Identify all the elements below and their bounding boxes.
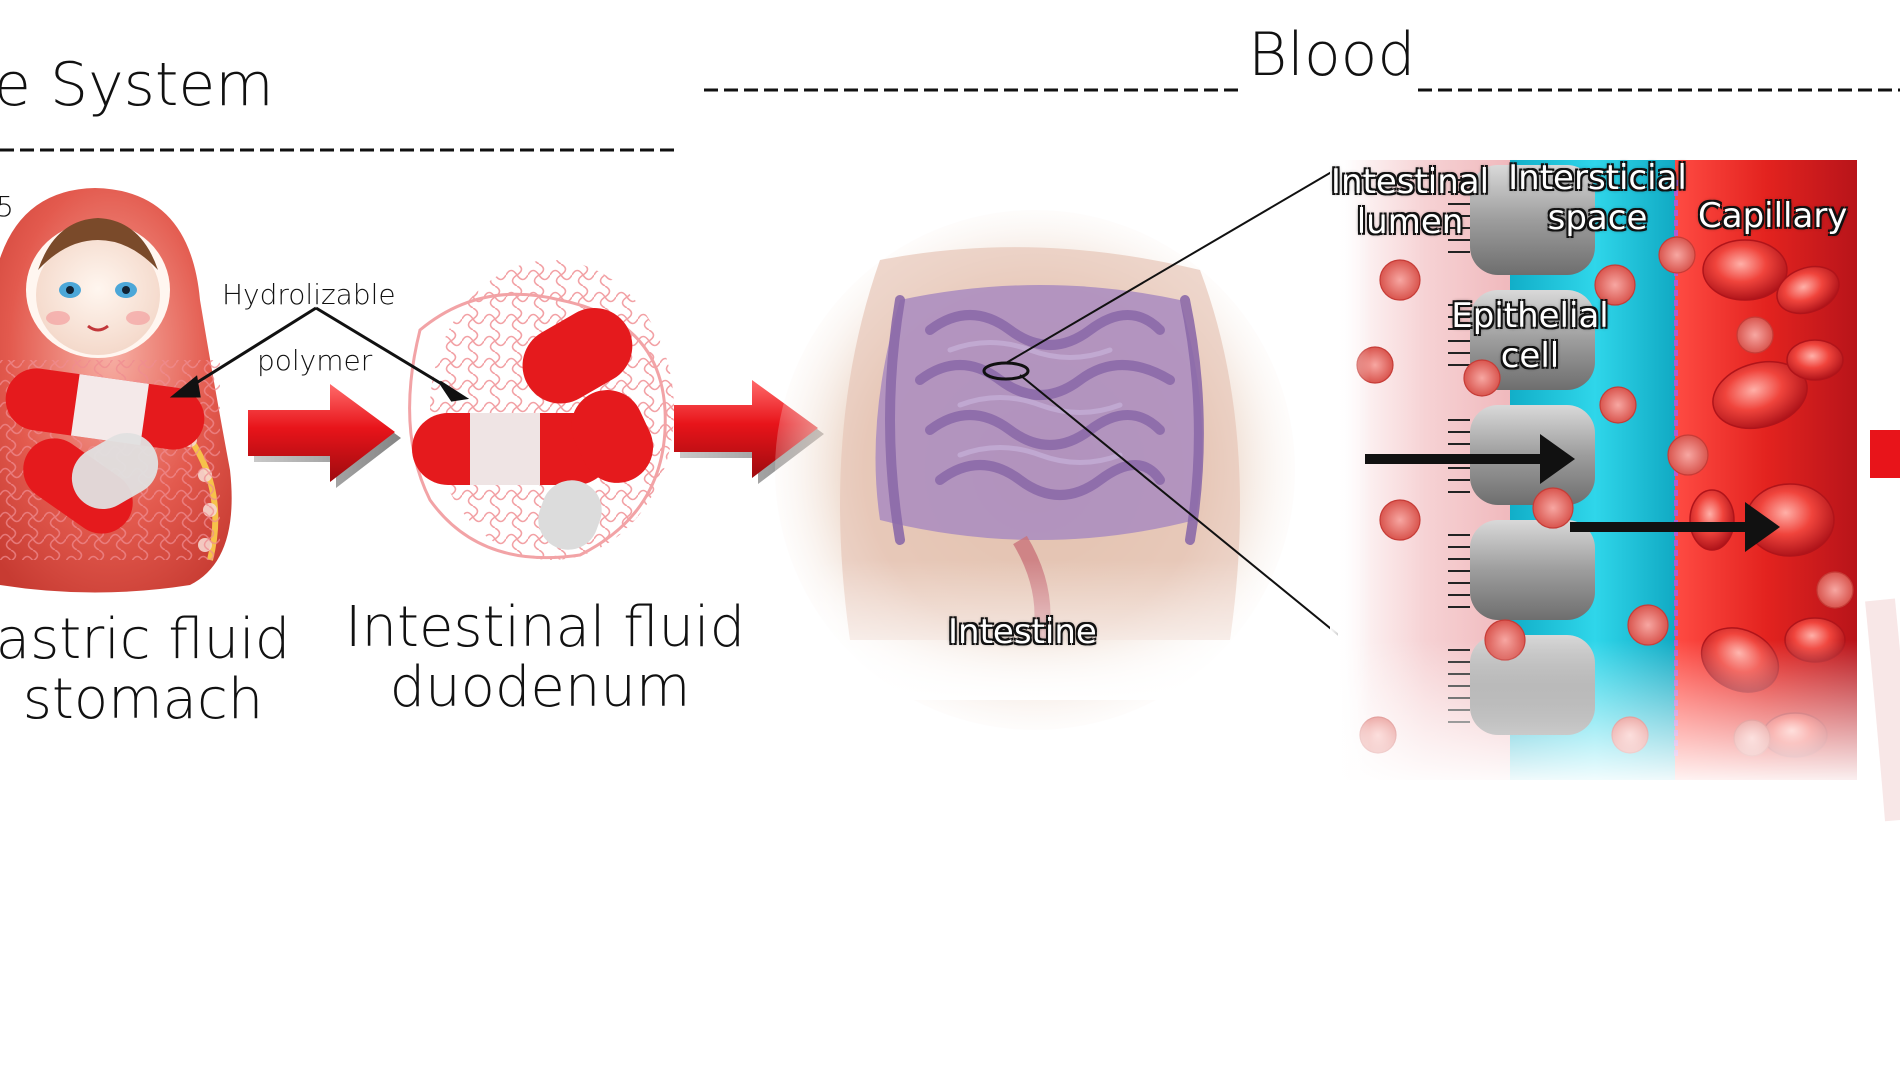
label-interstitial-space: Intersticial space (1505, 158, 1690, 238)
label-interstitial-line2: space (1547, 198, 1648, 238)
caption-stomach: astric fluid stomach (0, 610, 298, 730)
label-epithelial-line1: Epithelial (1451, 296, 1609, 336)
label-epithelial-line2: cell (1500, 336, 1560, 376)
corner-fragment-label: 5 (0, 190, 14, 223)
label-epithelial-cell: Epithelial cell (1445, 296, 1615, 376)
caption-duodenum-line2: duodenum (389, 655, 691, 720)
caption-duodenum: Intestinal fluid duodenum (345, 595, 746, 720)
label-lumen-line2: lumen (1356, 202, 1464, 242)
label-intestinal-lumen: Intestinal lumen (1330, 162, 1490, 242)
label-intestine: Intestine (948, 612, 1097, 652)
zoom-line-top (1005, 169, 1336, 364)
polymer-annotation-arrows (169, 306, 470, 402)
heading-blood: Blood (1248, 20, 1416, 90)
flow-arrow-1 (248, 384, 401, 488)
annotation-polymer: polymer (257, 344, 373, 377)
label-interstitial-line1: Intersticial (1508, 158, 1687, 198)
intestine-illustration (775, 210, 1295, 730)
matryoshka-doll-illustration (0, 188, 232, 593)
next-stage-fragment (1865, 430, 1900, 822)
heading-digestive-system: e System (0, 50, 274, 120)
caption-duodenum-line1: Intestinal fluid (345, 595, 746, 660)
caption-stomach-line1: astric fluid (0, 607, 291, 672)
label-capillary: Capillary (1698, 196, 1848, 236)
label-lumen-line1: Intestinal (1330, 162, 1490, 202)
capsule-cluster-illustration (408, 260, 674, 560)
annotation-hydrolizable: Hydrolizable (222, 278, 396, 311)
caption-stomach-line2: stomach (22, 667, 264, 732)
transport-arrows (1365, 434, 1780, 552)
absorption-cross-section (1330, 160, 1860, 790)
